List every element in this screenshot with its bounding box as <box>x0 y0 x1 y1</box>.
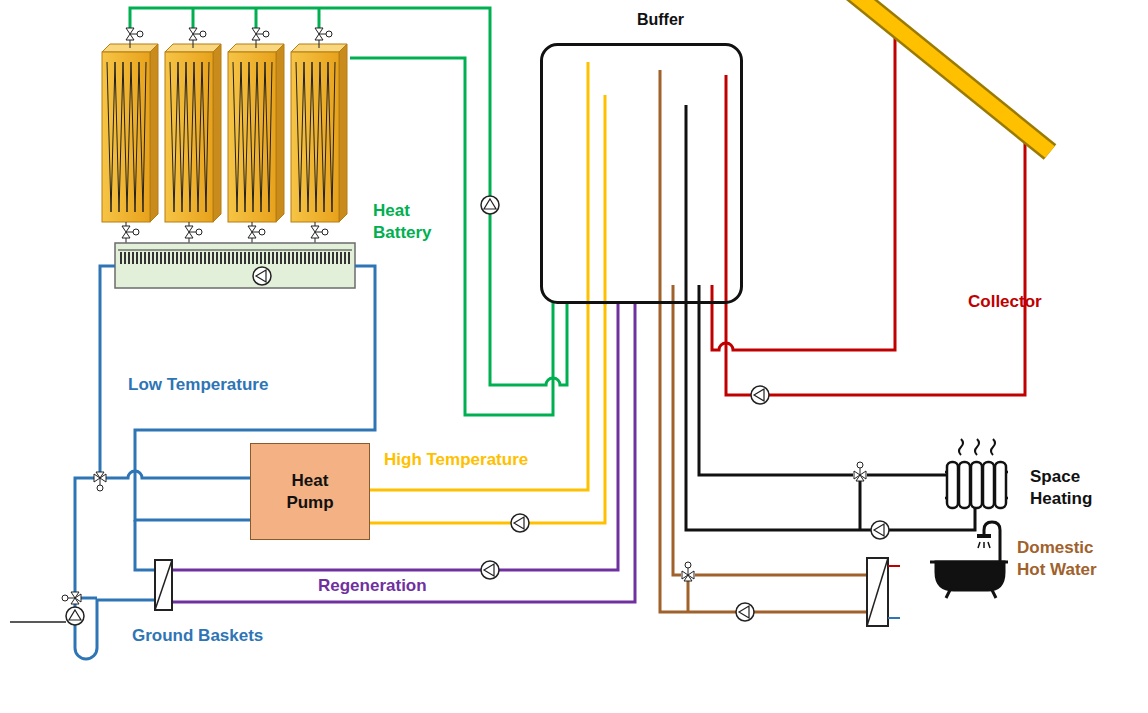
valve-symbol <box>248 226 265 238</box>
ground-surface <box>10 621 66 623</box>
valve-symbol <box>185 226 202 238</box>
source-pipe <box>100 266 115 472</box>
pipe-label: High Temperature <box>384 449 528 471</box>
collector-pipe <box>712 27 895 350</box>
valve-symbol <box>189 28 206 40</box>
source-pipe <box>106 471 250 478</box>
storage-module <box>102 44 158 222</box>
process-box: Heat Pump <box>250 443 370 540</box>
solar-collector <box>852 0 1050 152</box>
module-connector <box>126 222 315 243</box>
source-pipe <box>135 520 155 570</box>
module-connector <box>130 40 319 48</box>
bathtub-icon <box>977 534 991 538</box>
supply-pipe <box>588 62 605 305</box>
pump-symbol <box>871 521 889 539</box>
regeneration-pipe <box>172 258 635 602</box>
radiator-icon <box>947 462 958 508</box>
bathtub-icon <box>946 590 996 598</box>
pump-symbol <box>481 196 499 214</box>
bathtub-icon <box>984 522 1000 562</box>
distributor-box <box>118 250 352 251</box>
valve-symbol <box>122 226 139 238</box>
heat-exchanger <box>867 558 888 626</box>
source-pipe <box>75 266 375 659</box>
heat-exchanger <box>155 560 172 610</box>
heat-exchanger <box>867 558 888 626</box>
charge-pipe <box>130 8 567 385</box>
storage-module <box>165 44 221 222</box>
radiator-icon <box>959 439 995 455</box>
storage-module <box>228 44 284 222</box>
supply-pipe <box>588 62 605 305</box>
heat-exchanger <box>155 560 172 610</box>
pump-symbol <box>511 514 529 532</box>
pipe-label: Space Heating <box>1030 466 1110 510</box>
pipe-label: Low Temperature <box>128 374 268 396</box>
valve-symbol <box>311 226 328 238</box>
heating-pipe <box>686 105 975 530</box>
heating-pipe <box>867 474 947 477</box>
three-way-valve-symbol <box>62 592 81 604</box>
collector-pipe <box>726 75 1025 395</box>
storage-tank: Buffer <box>540 3 743 304</box>
valve-symbol <box>252 28 269 40</box>
pipe-connector <box>370 304 605 523</box>
three-way-valve-symbol <box>682 562 694 581</box>
pipe-label: Regeneration <box>318 575 427 597</box>
hot-water-pipe <box>673 285 681 575</box>
module-connector <box>126 40 319 243</box>
regeneration-pipe <box>172 288 635 602</box>
pipe-connector <box>370 304 588 490</box>
charge-pipe <box>193 8 319 28</box>
box-label: Heat Pump <box>286 470 333 513</box>
heating-pipe <box>686 105 975 530</box>
charge-pipe <box>130 8 567 415</box>
valve-symbol <box>126 28 143 40</box>
storage-module <box>291 44 347 222</box>
heating-pipe <box>859 481 862 530</box>
pump-symbol <box>736 603 754 621</box>
pump-symbol <box>253 267 271 285</box>
valve-symbol <box>315 28 332 40</box>
pipe-label: Heat Battery <box>373 200 453 244</box>
hot-water-pipe <box>687 581 690 612</box>
pipe-label: Domestic Hot Water <box>1017 537 1112 581</box>
pump-symbol <box>751 386 769 404</box>
bathtub-icon <box>936 562 1004 590</box>
distributor-box <box>115 243 355 288</box>
radiator-icon <box>959 462 970 508</box>
radiator-icon <box>945 439 1008 508</box>
radiator-icon <box>983 462 994 508</box>
cold-inlet <box>888 617 900 619</box>
solar-collector <box>852 0 1050 152</box>
tank-outline <box>542 45 742 303</box>
pipe-label: Collector <box>968 291 1042 313</box>
hot-outlet <box>888 565 900 567</box>
source-pipe <box>81 597 97 600</box>
tank-outline <box>540 43 743 304</box>
charge-pipe <box>350 58 553 415</box>
pump-symbol <box>66 607 84 625</box>
three-way-valve-symbol <box>854 462 866 481</box>
heating-pipe <box>699 285 853 475</box>
distributor-comb <box>120 252 350 264</box>
source-pipe <box>75 478 94 592</box>
radiator-icon <box>995 462 1006 508</box>
bathtub-icon <box>930 522 1008 598</box>
hot-water-pipe <box>695 574 867 577</box>
three-way-valve-symbol <box>94 472 106 491</box>
regeneration-pipe <box>172 258 618 570</box>
tank-fill <box>541 45 742 303</box>
bathtub-icon <box>978 542 990 548</box>
pump-symbol <box>481 561 499 579</box>
tank-heading: Buffer <box>540 3 743 31</box>
radiator-icon <box>971 462 982 508</box>
pipe-label: Ground Baskets <box>132 625 263 647</box>
